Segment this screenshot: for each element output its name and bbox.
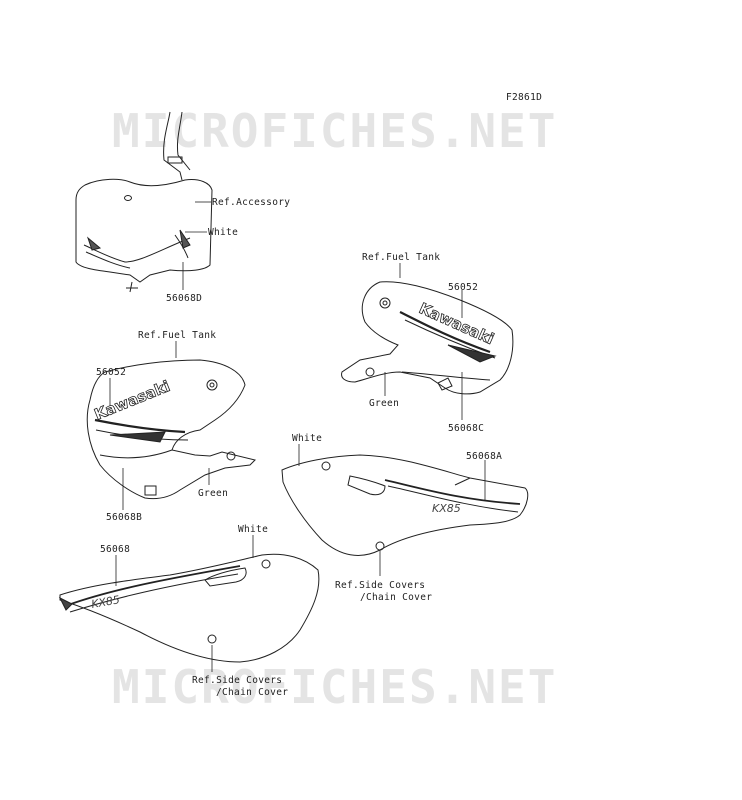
label-56068d: 56068D	[166, 293, 203, 304]
front-number-plate	[75, 111, 213, 293]
right-side-cover-decal: KX85	[281, 454, 529, 556]
label-green-right: Green	[369, 398, 400, 409]
label-56052-left: 56052	[96, 367, 127, 378]
label-56068b: 56068B	[106, 512, 143, 523]
label-ref-fuel-tank-left: Ref.Fuel Tank	[138, 330, 217, 341]
label-56068: 56068	[100, 544, 131, 555]
kawasaki-logo-right: Kawasaki	[416, 299, 496, 348]
left-side-cover-decal: KX85	[58, 553, 320, 663]
label-56052-right: 56052	[448, 282, 479, 293]
model-decal-right: KX85	[432, 502, 461, 515]
diagram-id: F2861D	[506, 92, 543, 103]
watermark-top: MICROFICHES.NET	[112, 104, 558, 158]
label-56068a: 56068A	[466, 451, 503, 462]
leader-lines	[109, 201, 486, 672]
label-56068c: 56068C	[448, 423, 485, 434]
label-white-right-cover: White	[292, 433, 323, 444]
label-ref-accessory: Ref.Accessory	[212, 197, 291, 208]
label-white-left-cover: White	[238, 524, 269, 535]
label-ref-side-covers-right-1: Ref.Side Covers	[335, 580, 426, 591]
label-green-left: Green	[198, 488, 229, 499]
kawasaki-logo-left: Kawasaki	[92, 377, 173, 424]
label-ref-side-covers-left-2: /Chain Cover	[216, 687, 289, 698]
label-white-top: White	[208, 227, 239, 238]
left-shroud-decal	[86, 359, 256, 500]
label-ref-fuel-tank-right: Ref.Fuel Tank	[362, 252, 441, 263]
label-ref-side-covers-left-1: Ref.Side Covers	[192, 675, 283, 686]
label-ref-side-covers-right-2: /Chain Cover	[360, 592, 433, 603]
model-decal-left: KX85	[90, 593, 121, 611]
right-shroud-decal	[341, 281, 514, 395]
watermark-bottom: MICROFICHES.NET	[112, 660, 558, 714]
